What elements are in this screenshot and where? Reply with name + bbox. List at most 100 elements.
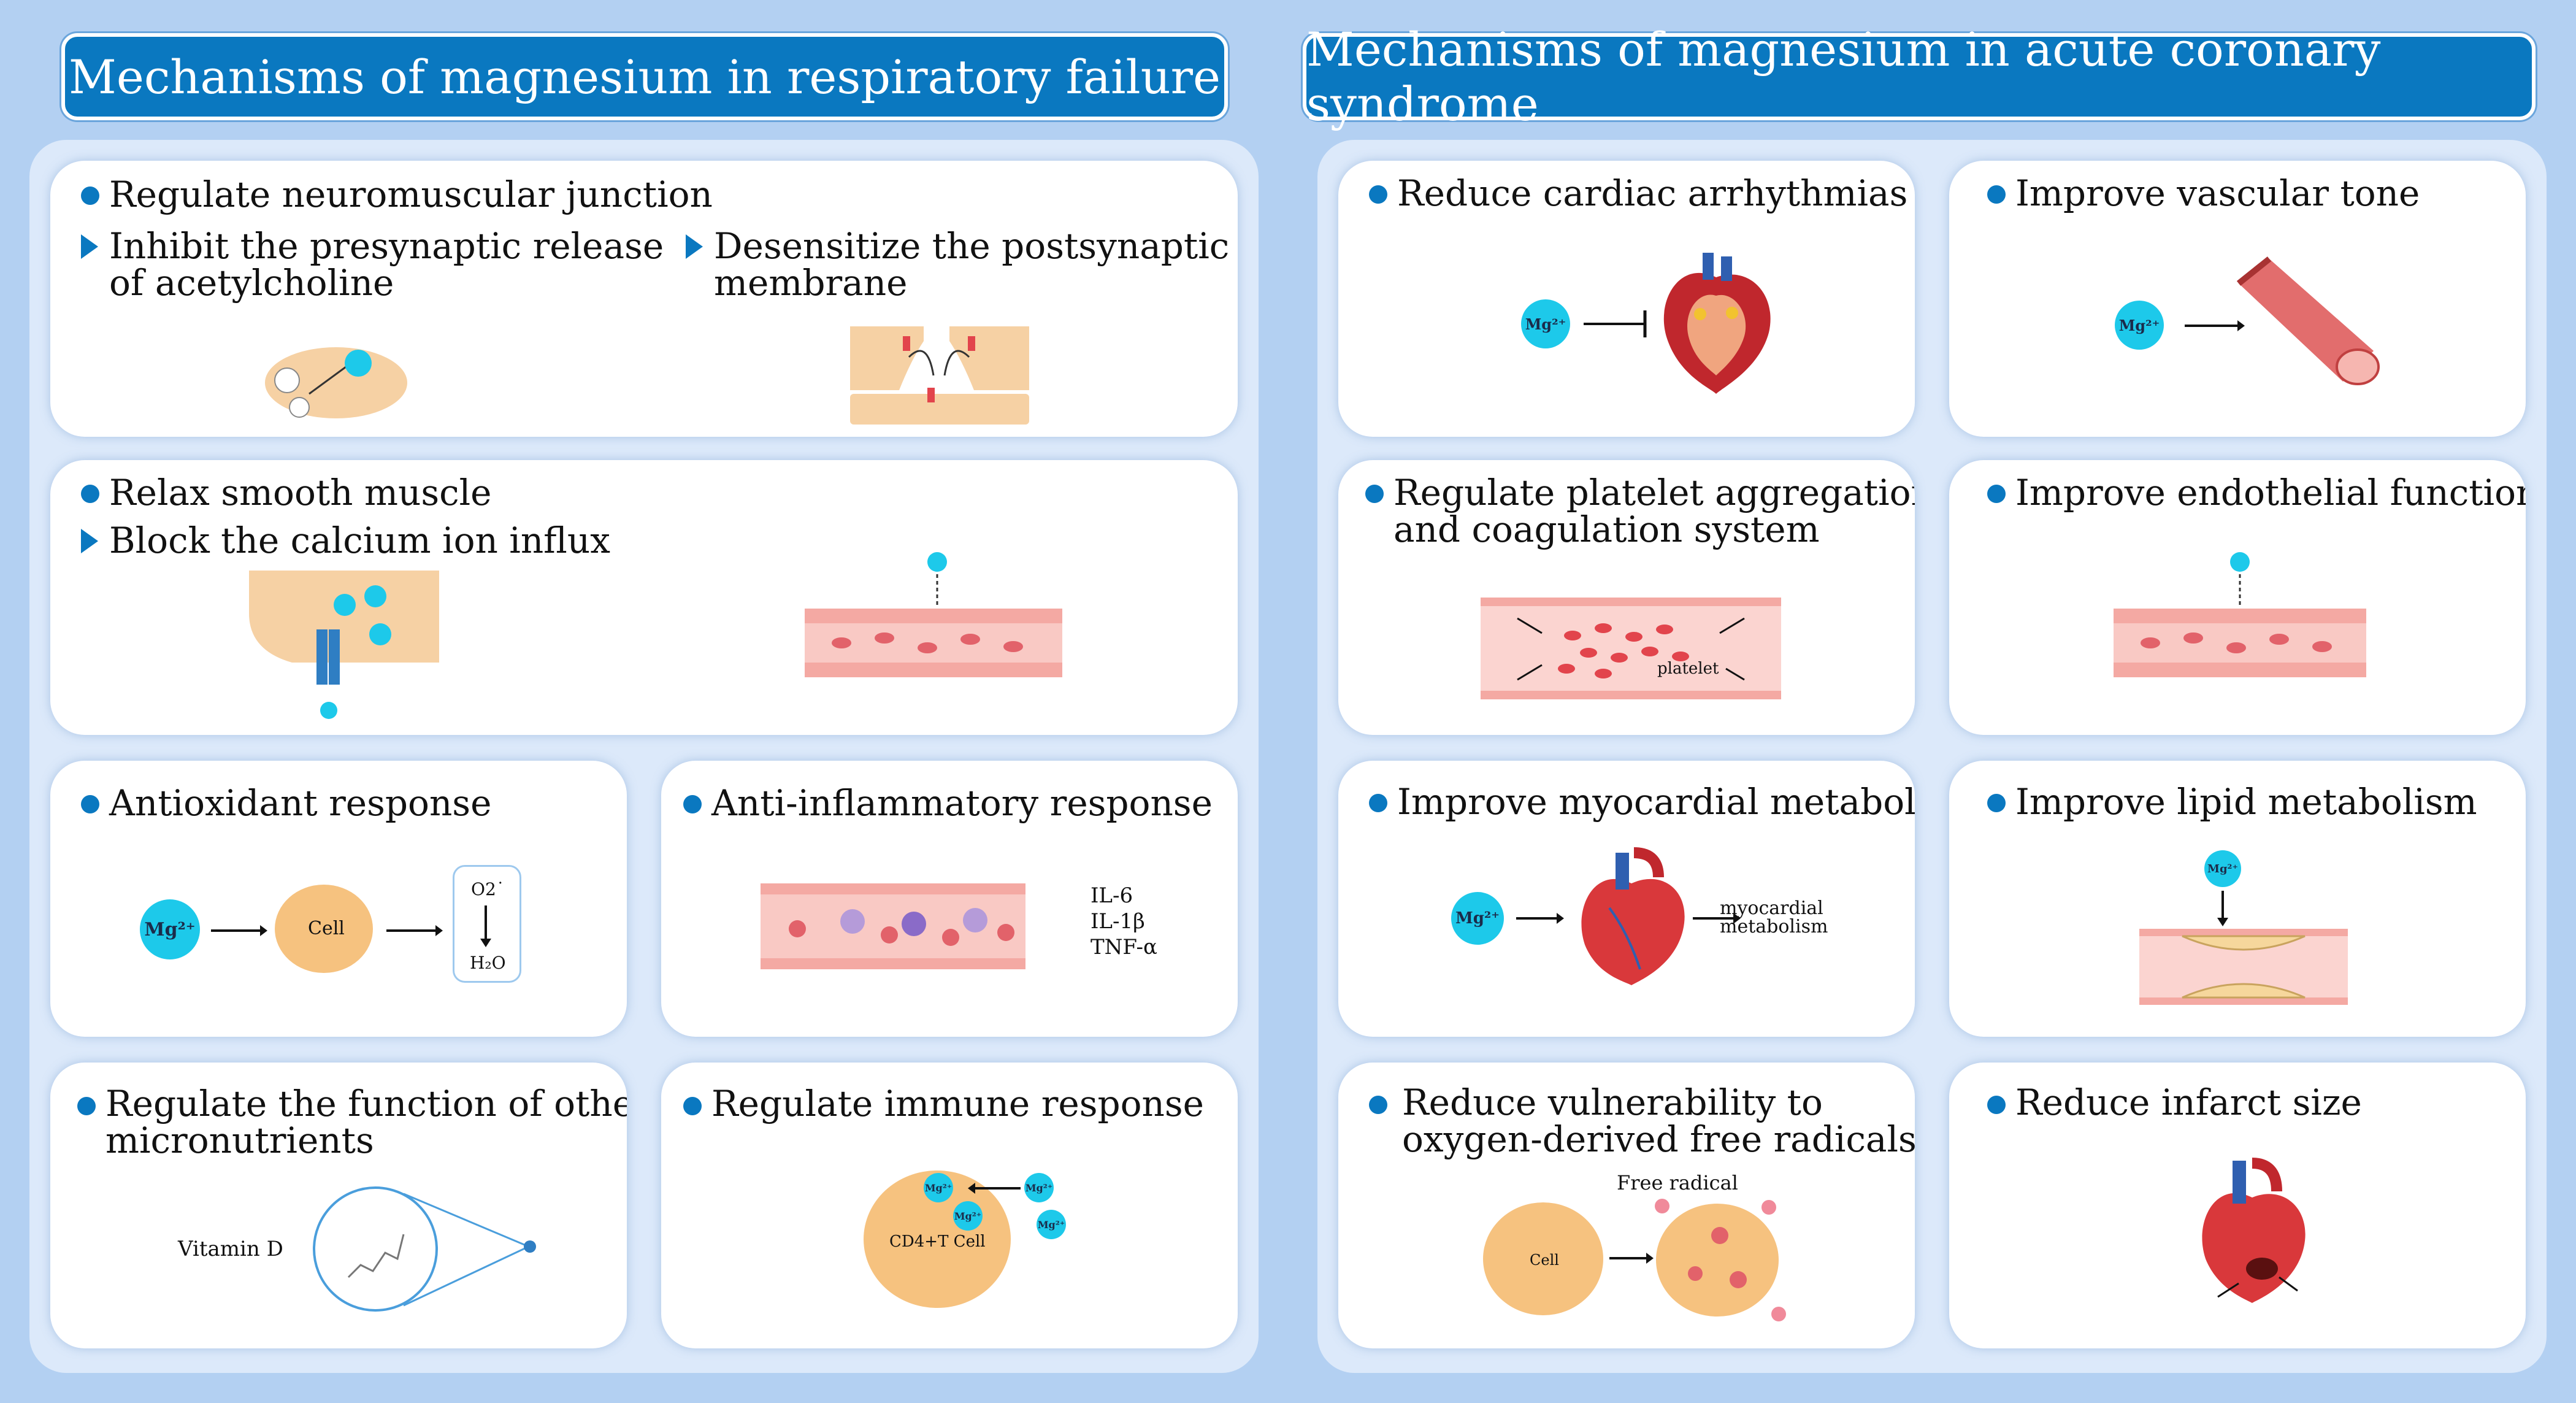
arrow-icon bbox=[211, 925, 267, 936]
arrow-icon bbox=[968, 1183, 1021, 1194]
cytokine-label: IL-1β bbox=[1091, 909, 1145, 934]
card-lipid: Improve lipid metabolism Mg²⁺ bbox=[1949, 761, 2526, 1037]
arrow-icon bbox=[1693, 913, 1741, 924]
arrow-icon bbox=[1609, 1253, 1654, 1264]
card-platelet: Regulate platelet aggregation and coagul… bbox=[1338, 460, 1915, 735]
bullet-icon bbox=[81, 485, 99, 503]
platelet-aggregation-vessel-icon bbox=[1481, 598, 1781, 699]
heart-icon bbox=[1581, 847, 1685, 985]
damaged-cell-icon bbox=[1655, 1199, 1786, 1321]
card-micronutrients: Regulate the function of other micronutr… bbox=[50, 1063, 627, 1348]
card-title: Reduce vulnerability to bbox=[1402, 1082, 1823, 1123]
magnesium-ion-icon: Mg²⁺ bbox=[2204, 850, 2241, 887]
card-endothelial: Improve endothelial function bbox=[1949, 460, 2526, 735]
bullet-icon bbox=[683, 1097, 702, 1115]
water-label: H₂O bbox=[470, 953, 506, 973]
magnesium-ion-icon: Mg²⁺ bbox=[1451, 892, 1504, 945]
sub-text: Desensitize the postsynaptic bbox=[714, 225, 1230, 267]
card-title: Regulate neuromuscular junction bbox=[109, 174, 713, 215]
plaque-vessel-icon bbox=[2139, 929, 2348, 1005]
cd4-t-cell-label: CD4+T Cell bbox=[889, 1232, 986, 1251]
down-arrow-icon bbox=[2217, 891, 2228, 926]
card-arrhythmias: Reduce cardiac arrhythmias Mg²⁺ bbox=[1338, 161, 1915, 437]
superoxide-label: O2˙ bbox=[471, 879, 505, 899]
artery-icon bbox=[2236, 256, 2380, 385]
magnesium-ion-icon: Mg²⁺ bbox=[1024, 1173, 1054, 1202]
card-title: Regulate immune response bbox=[711, 1083, 1204, 1124]
card-title: Antioxidant response bbox=[109, 782, 492, 824]
magnesium-ion-icon: Mg²⁺ bbox=[1037, 1210, 1066, 1239]
free-radical-label: Free radical bbox=[1617, 1171, 1738, 1194]
card-infarct: Reduce infarct size bbox=[1949, 1063, 2526, 1348]
arrow-icon bbox=[2185, 320, 2245, 331]
bullet-icon bbox=[683, 795, 702, 813]
platelet-label: platelet bbox=[1657, 659, 1719, 678]
cell-icon bbox=[275, 885, 373, 973]
myocardial-metabolism-label: metabolism bbox=[1720, 916, 1828, 937]
header-right: Mechanisms of magnesium in acute coronar… bbox=[1303, 22, 2536, 131]
heart-cross-section-icon bbox=[1663, 253, 1771, 394]
card-title: Anti-inflammatory response bbox=[711, 782, 1213, 824]
header-left: Mechanisms of magnesium in respiratory f… bbox=[61, 33, 1228, 120]
bullet-icon bbox=[1987, 185, 2006, 204]
bullet-icon bbox=[1365, 485, 1384, 503]
card-title: Reduce cardiac arrhythmias bbox=[1397, 172, 1908, 214]
sub-text: of acetylcholine bbox=[109, 262, 394, 304]
arrow-icon bbox=[386, 925, 443, 936]
card-title: and coagulation system bbox=[1393, 509, 1820, 550]
card-title: micronutrients bbox=[105, 1120, 374, 1161]
bullet-icon bbox=[1987, 485, 2006, 503]
presynaptic-terminal-icon bbox=[265, 347, 407, 418]
down-arrow-icon bbox=[480, 905, 491, 947]
card-title: Regulate the function of other bbox=[105, 1083, 627, 1124]
bullet-icon bbox=[77, 1097, 96, 1115]
infarct-heart-icon bbox=[2202, 1158, 2306, 1303]
bullet-icon bbox=[1987, 1096, 2006, 1114]
card-myocardial: Improve myocardial metabolism Mg²⁺ myoca… bbox=[1338, 761, 1915, 1037]
card-title: Relax smooth muscle bbox=[109, 472, 492, 513]
arrow-icon bbox=[1516, 913, 1564, 924]
cell-label: Cell bbox=[1530, 1251, 1559, 1269]
card-immune: Regulate immune response CD4+T Cell Mg²⁺… bbox=[661, 1063, 1238, 1348]
card-title: Improve lipid metabolism bbox=[2015, 781, 2477, 823]
card-vascular-tone: Improve vascular tone Mg²⁺ bbox=[1949, 161, 2526, 437]
inflamed-vessel-icon bbox=[761, 883, 1025, 969]
magnesium-ion-icon: Mg²⁺ bbox=[1521, 299, 1570, 348]
bullet-icon bbox=[81, 186, 99, 205]
bullet-icon bbox=[81, 795, 99, 813]
card-title: oxygen-derived free radicals bbox=[1402, 1118, 1915, 1160]
magnesium-ion-icon: Mg²⁺ bbox=[953, 1201, 983, 1231]
bullet-icon bbox=[1369, 1096, 1387, 1114]
blood-vessel-icon bbox=[805, 552, 1062, 677]
mg-label: Mg²⁺ bbox=[144, 918, 196, 940]
myocardial-metabolism-label: myocardial bbox=[1720, 898, 1823, 919]
arrow-bullet-icon bbox=[686, 234, 703, 259]
cytokine-label: IL-6 bbox=[1091, 883, 1133, 908]
card-free-radicals: Reduce vulnerability to oxygen-derived f… bbox=[1338, 1063, 1915, 1348]
header-right-text: Mechanisms of magnesium in acute coronar… bbox=[1306, 22, 2381, 131]
card-title: Improve vascular tone bbox=[2015, 172, 2420, 214]
cell-icon bbox=[1483, 1202, 1603, 1315]
cytokine-label: TNF-α bbox=[1091, 935, 1157, 959]
sub-text: Block the calcium ion influx bbox=[109, 520, 610, 561]
ros-box bbox=[453, 865, 521, 983]
vitamin-d-label: Vitamin D bbox=[178, 1237, 283, 1261]
bullet-icon bbox=[1987, 794, 2006, 812]
card-title: Improve endothelial function bbox=[2015, 472, 2526, 513]
sub-text: membrane bbox=[714, 262, 908, 304]
header-left-text: Mechanisms of magnesium in respiratory f… bbox=[69, 49, 1221, 104]
inhibit-arrow-icon bbox=[1584, 310, 1647, 337]
card-title: Improve myocardial metabolism bbox=[1397, 781, 1915, 823]
magnesium-ion-icon: Mg²⁺ bbox=[2115, 301, 2164, 350]
card-neuromuscular: Regulate neuromuscular junction Inhibit … bbox=[50, 161, 1238, 437]
magnesium-ion-icon: Mg²⁺ bbox=[140, 899, 200, 959]
bullet-icon bbox=[1369, 794, 1387, 812]
vitamin-d-molecule-icon bbox=[313, 1186, 536, 1312]
smooth-muscle-cell-icon bbox=[249, 571, 439, 719]
card-title: Reduce infarct size bbox=[2015, 1082, 2362, 1123]
cell-label: Cell bbox=[308, 918, 345, 939]
card-anti-inflammatory: Anti-inflammatory response IL-6 IL-1β TN… bbox=[661, 761, 1238, 1037]
card-title: Regulate platelet aggregation bbox=[1393, 472, 1915, 513]
arrow-bullet-icon bbox=[81, 529, 98, 553]
blood-vessel-icon bbox=[2114, 552, 2366, 677]
